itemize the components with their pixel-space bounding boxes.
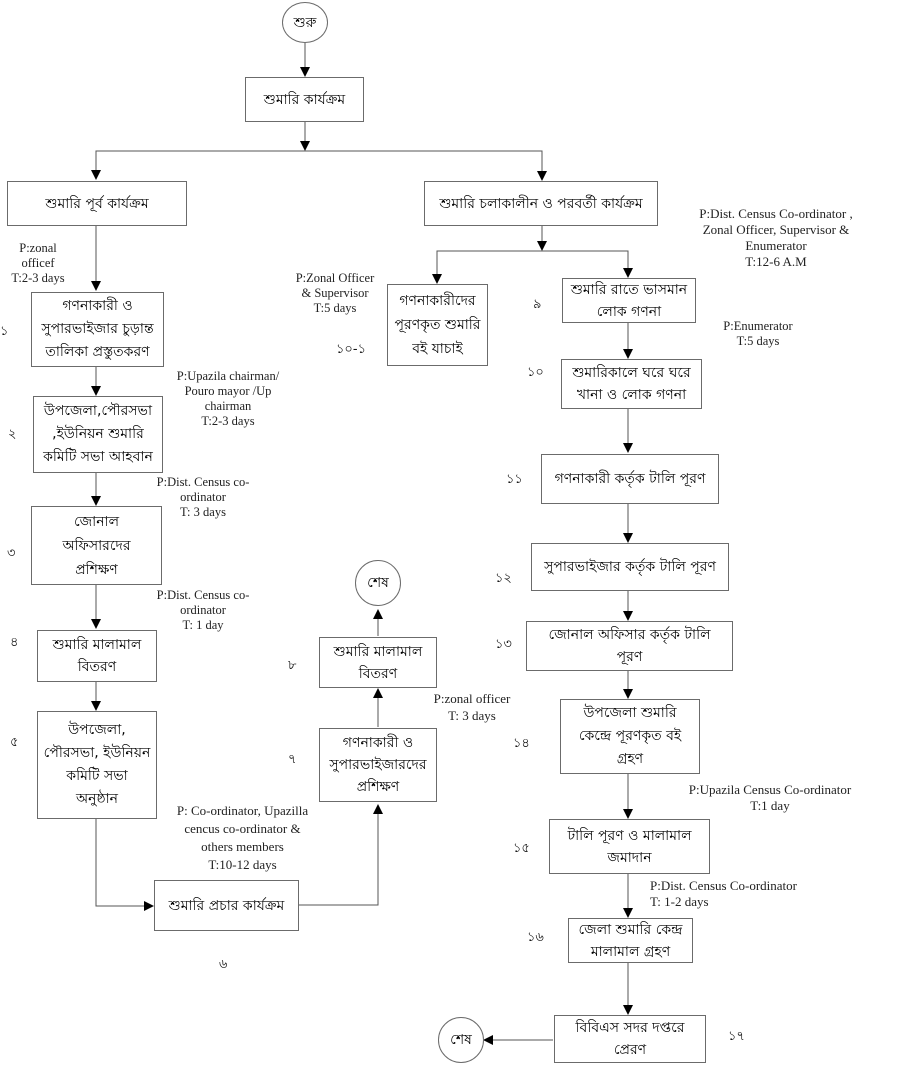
step-12-box: সুপারভাইজার কর্তৃক টালি পূরণ (531, 543, 729, 591)
end-terminal-right: শেষ (438, 1017, 484, 1063)
pre-census-box: শুমারি পূর্ব কার্যক্রম (7, 181, 187, 226)
step-number: ৪ (10, 635, 19, 650)
note-dist-coordinator-1-day: P:Dist. Census co- ordinator T: 1 day (156, 588, 250, 632)
note-upazila-chairman: P:Upazila chairman/ Pouro mayor /Up chai… (176, 369, 280, 428)
step-number: ১১ (506, 472, 523, 487)
step-13-box: জোনাল অফিসার কর্তৃক টালি পূরণ (526, 621, 733, 671)
during-census-label: শুমারি চলাকালীন ও পরবর্তী কার্যক্রম (439, 195, 643, 212)
step-4-box: শুমারি মালামাল বিতরণ (37, 630, 157, 682)
step-number: ১৫ (513, 841, 530, 856)
step-number: ৩ (7, 546, 16, 561)
step-14-box: উপজেলা শুমারি কেন্দ্রে পূরণকৃত বই গ্রহণ (560, 699, 700, 774)
step-number: ৯ (533, 297, 542, 312)
note-upazila-census-coordinator: P:Upazila Census Co-ordinator T:1 day (688, 782, 852, 813)
end-terminal-left: শেষ (355, 560, 401, 606)
step-number: ১ (0, 324, 9, 339)
note-dist-census-coordinator: P:Dist. Census Co-ordinator T: 1-2 days (650, 878, 797, 909)
step-number: ৮ (288, 658, 297, 673)
note-zonal-supervisor: P:Zonal Officer & Supervisor T:5 days (295, 271, 375, 315)
step-13-label: জোনাল অফিসার কর্তৃক টালি পূরণ (548, 627, 711, 665)
step-1-box: গণনাকারী ও সুপারভাইজার চুড়ান্ত তালিকা প… (31, 292, 164, 367)
step-10-1-box: গণনাকারীদের পূরণকৃত শুমারি বই যাচাই (387, 284, 488, 366)
root-box: শুমারি কার্যক্রম (245, 77, 364, 122)
step-14-label: উপজেলা শুমারি কেন্দ্রে পূরণকৃত বই গ্রহণ (578, 705, 682, 767)
end-label: শেষ (367, 575, 389, 591)
step-11-box: গণনাকারী কর্তৃক টালি পূরণ (541, 454, 719, 504)
step-3-label: জোনাল অফিসারদের প্রশিক্ষণ (62, 513, 131, 578)
arrow-s6-s7 (298, 804, 383, 906)
step-3-box: জোনাল অফিসারদের প্রশিক্ষণ (31, 506, 162, 585)
step-16-label: জেলা শুমারি কেন্দ্র মালামাল গ্রহণ (578, 921, 683, 960)
step-10-box: শুমারিকালে ঘরে ঘরে খানা ও লোক গণনা (561, 359, 702, 409)
step-9-box: শুমারি রাতে ভাসমান লোক গণনা (562, 278, 696, 323)
step-12-label: সুপারভাইজার কর্তৃক টালি পূরণ (544, 559, 716, 575)
note-coordinator-members: P: Co-ordinator, Upazilla cencus co-ordi… (176, 803, 309, 872)
arrow-split-s9 (542, 250, 633, 278)
step-6-label: শুমারি প্রচার কার্যক্রম (168, 897, 285, 914)
step-17-box: বিবিএস সদর দপ্তরে প্রেরণ (554, 1015, 706, 1063)
step-number: ১৬ (527, 930, 544, 945)
step-2-label: উপজেলা,পৌরসভা ,ইউনিয়ন শুমারি কমিটি সভা … (43, 403, 153, 465)
step-2-box: উপজেলা,পৌরসভা ,ইউনিয়ন শুমারি কমিটি সভা … (33, 396, 163, 473)
step-8-label: শুমারি মালামাল বিতরণ (333, 643, 423, 682)
arrow-split-during (305, 150, 547, 181)
step-number: ৬ (219, 957, 228, 972)
step-15-box: টালি পূরণ ও মালামাল জমাদান (549, 819, 710, 874)
arrow-split-pre (91, 150, 305, 180)
step-number: ১৭ (728, 1029, 745, 1044)
step-5-box: উপজেলা, পৌরসভা, ইউনিয়ন কমিটি সভা অনুষ্ঠ… (37, 711, 157, 819)
start-label: শুরু (293, 14, 317, 31)
root-label: শুমারি কার্যক্রম (263, 91, 346, 108)
step-10-1-label: গণনাকারীদের পূরণকৃত শুমারি বই যাচাই (394, 293, 481, 357)
arrow-s5-s6 (95, 818, 154, 911)
step-15-label: টালি পূরণ ও মালামাল জমাদান (567, 827, 692, 866)
step-9-label: শুমারি রাতে ভাসমান লোক গণনা (570, 281, 688, 320)
start-terminal: শুরু (282, 2, 328, 43)
step-number: ১৪ (513, 736, 530, 751)
step-1-label: গণনাকারী ও সুপারভাইজার চুড়ান্ত তালিকা প… (41, 298, 154, 360)
step-8-box: শুমারি মালামাল বিতরণ (319, 637, 437, 688)
step-10-label: শুমারিকালে ঘরে ঘরে খানা ও লোক গণনা (572, 365, 691, 403)
step-7-label: গণনাকারী ও সুপারভাইজারদের প্রশিক্ষণ (329, 735, 427, 795)
step-7-box: গণনাকারী ও সুপারভাইজারদের প্রশিক্ষণ (319, 728, 437, 802)
note-dist-coordinator-3-days: P:Dist. Census co- ordinator T: 3 days (156, 475, 250, 519)
step-17-label: বিবিএস সদর দপ্তরে প্রেরণ (575, 1020, 685, 1058)
note-enumerator: P:Enumerator T:5 days (723, 319, 793, 348)
pre-census-label: শুমারি পূর্ব কার্যক্রম (45, 195, 149, 212)
note-zonal-officer-3-days: P:zonal officer T: 3 days (433, 691, 511, 723)
note-night-count-personnel: P:Dist. Census Co-ordinator , Zonal Offi… (699, 206, 853, 269)
step-16-box: জেলা শুমারি কেন্দ্র মালামাল গ্রহণ (568, 918, 693, 963)
note-zonal-officer: P:zonal officef T:2-3 days (11, 241, 65, 285)
step-number: ১৩ (495, 637, 512, 652)
step-4-label: শুমারি মালামাল বিতরণ (52, 637, 142, 675)
step-number: ১২ (495, 571, 512, 586)
step-5-label: উপজেলা, পৌরসভা, ইউনিয়ন কমিটি সভা অনুষ্ঠ… (43, 722, 151, 807)
end-label: শেষ (450, 1032, 472, 1048)
step-number: ৭ (288, 752, 297, 767)
arrow-split-s10-1 (432, 250, 542, 284)
step-number: ২ (8, 427, 17, 442)
step-number: ৫ (10, 735, 19, 750)
step-number: ১০-১ (336, 342, 367, 357)
during-census-box: শুমারি চলাকালীন ও পরবর্তী কার্যক্রম (424, 181, 658, 226)
step-11-label: গণনাকারী কর্তৃক টালি পূরণ (554, 471, 706, 487)
step-6-box: শুমারি প্রচার কার্যক্রম (154, 880, 299, 931)
step-number: ১০ (527, 365, 544, 380)
